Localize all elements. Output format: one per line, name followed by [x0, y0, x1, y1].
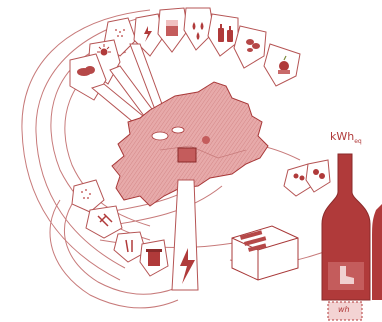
unit-label-main: kWh	[330, 130, 354, 143]
crate-body	[232, 226, 298, 280]
unit-label-sub: eq	[354, 138, 362, 145]
unit-label: kWheq	[330, 130, 362, 145]
crate	[232, 226, 298, 280]
vertical-beam	[172, 180, 198, 290]
trash-bin-icon	[146, 249, 162, 266]
map-dot	[202, 136, 210, 144]
bottle-partial	[372, 204, 382, 300]
tile-produce	[234, 26, 266, 68]
tile-plants-small	[72, 180, 104, 212]
tag-note: wh	[338, 305, 350, 314]
glass-icon	[166, 20, 178, 36]
map-square	[178, 148, 196, 162]
